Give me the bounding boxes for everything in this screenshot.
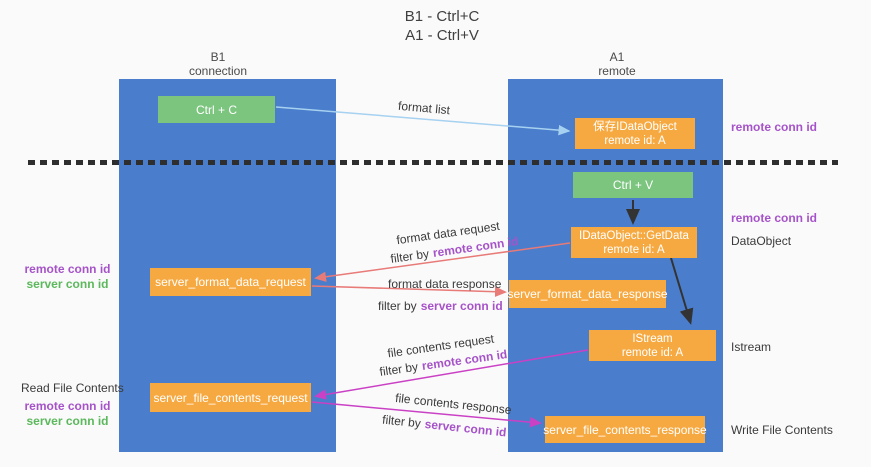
node-ctrl-c: Ctrl + C (158, 96, 275, 123)
title-line-2: A1 - Ctrl+V (405, 27, 479, 44)
node-istream-line2: remote id: A (621, 346, 684, 359)
filter-prefix-3: filter by (378, 359, 419, 379)
node-getdata-line1: IDataObject::GetData (579, 229, 689, 242)
node-idataobject-getdata: IDataObject::GetData remote id: A (571, 227, 697, 258)
node-server-file-contents-request: server_file_contents_request (150, 383, 311, 412)
filter-prefix-2: filter by (378, 299, 417, 313)
lane-a1-name: A1 (609, 50, 625, 64)
lane-a1-role: remote (598, 64, 636, 78)
filter-prefix-1: filter by (389, 246, 430, 266)
phase-separator-dashed-line (28, 160, 838, 165)
lane-b1-role: connection (188, 64, 248, 78)
annotation-istream: Istream (731, 340, 772, 354)
annotation-left-server-conn-id-1: server conn id (26, 277, 109, 291)
node-format-request-label: server_format_data_request (155, 275, 306, 289)
node-file-response-label: server_file_contents_response (543, 422, 707, 437)
node-format-response-label: server_format_data_response (507, 287, 668, 301)
node-ctrl-v: Ctrl + V (573, 172, 693, 198)
node-ctrl-c-label: Ctrl + C (195, 102, 237, 117)
node-save-idataobject-line2: remote id: A (604, 134, 666, 147)
annotation-left-conn-ids-2: remote conn id server conn id (20, 399, 115, 429)
annotation-write-file-contents: Write File Contents (731, 423, 833, 437)
node-server-format-data-request: server_format_data_request (150, 268, 311, 296)
annotation-left-remote-conn-id-1: remote conn id (24, 262, 111, 276)
label-format-list: format list (397, 98, 451, 118)
lane-b1-name: B1 (210, 50, 226, 64)
filter-key-2: server conn id (420, 299, 503, 313)
filter-prefix-4: filter by (381, 412, 422, 431)
diagram-title: B1 - Ctrl+C A1 - Ctrl+V (332, 7, 552, 45)
node-istream-line1: IStream (632, 332, 673, 345)
node-save-idataobject: 保存IDataObject remote id: A (575, 118, 695, 149)
lane-header-b1: B1 connection (148, 50, 288, 78)
node-getdata-line2: remote id: A (603, 243, 665, 256)
node-save-idataobject-line1: 保存IDataObject (593, 120, 677, 133)
label-file-contents-response: file contents response (394, 390, 513, 418)
node-file-request-label: server_file_contents_request (153, 390, 308, 405)
annotation-left-server-conn-id-2: server conn id (26, 414, 109, 428)
annotation-remote-conn-id-mid: remote conn id (731, 211, 818, 225)
annotation-dataobject: DataObject (731, 234, 792, 248)
node-server-format-data-response: server_format_data_response (507, 280, 668, 308)
annotation-left-conn-ids-1: remote conn id server conn id (20, 262, 115, 292)
label-format-data-response: format data response (388, 277, 502, 291)
annotation-remote-conn-id-top: remote conn id (731, 120, 818, 134)
node-ctrl-v-label: Ctrl + V (612, 178, 654, 192)
filter-key-4: server conn id (424, 416, 508, 440)
annotation-read-file-contents: Read File Contents (21, 381, 124, 395)
annotation-left-remote-conn-id-2: remote conn id (24, 399, 111, 413)
node-istream: IStream remote id: A (589, 330, 716, 361)
title-line-1: B1 - Ctrl+C (404, 8, 480, 25)
lane-header-a1: A1 remote (547, 50, 687, 78)
node-server-file-contents-response: server_file_contents_response (543, 416, 707, 443)
